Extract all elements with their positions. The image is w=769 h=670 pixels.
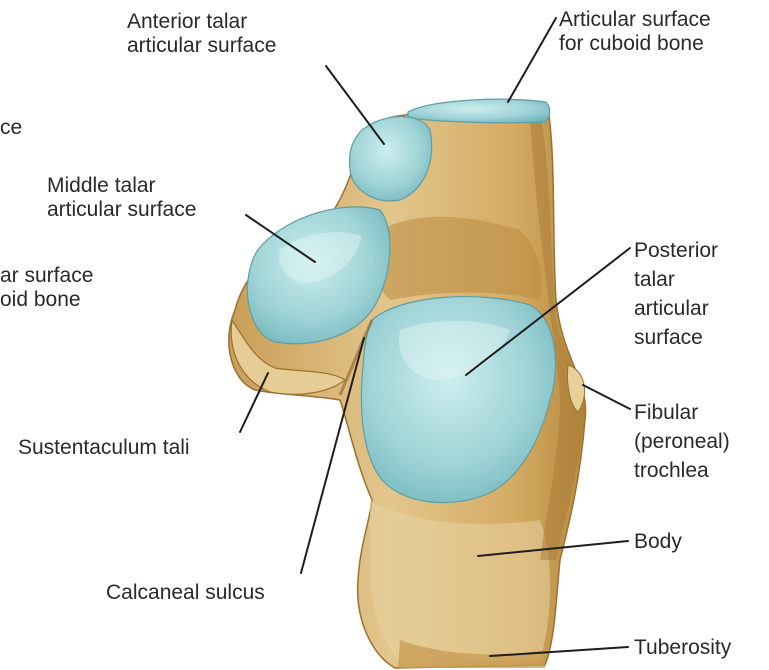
label-line: Calcaneal sulcus	[106, 581, 265, 605]
label-line: Posterior	[634, 236, 718, 265]
label-line: Anterior talar	[127, 10, 276, 34]
label-posterior-talar: Posterior talar articular surface	[634, 236, 718, 352]
label-line: (peroneal)	[634, 427, 730, 456]
label-line: Sustentaculum tali	[18, 436, 190, 460]
label-line: Middle talar	[47, 174, 196, 198]
label-line: for cuboid bone	[559, 32, 711, 56]
leader-anterior-talar	[326, 66, 384, 144]
label-line: articular surface	[127, 34, 276, 58]
bone-shading-lower	[370, 500, 550, 662]
label-line: ce	[0, 116, 22, 140]
label-line: articular surface	[47, 198, 196, 222]
label-line: oid bone	[0, 288, 93, 312]
leader-fibular-trochlea	[583, 385, 630, 409]
label-sustentaculum: Sustentaculum tali	[18, 436, 190, 460]
cuboid-articular-surface	[408, 99, 550, 123]
label-anterior-talar: Anterior talar articular surface	[127, 10, 276, 58]
label-cropped-left-1: ce	[0, 116, 22, 140]
label-calcaneal-sulcus: Calcaneal sulcus	[106, 581, 265, 605]
label-line: Tuberosity	[634, 636, 731, 660]
label-middle-talar: Middle talar articular surface	[47, 174, 196, 222]
label-body: Body	[634, 530, 682, 554]
leader-articular-cuboid	[508, 18, 556, 102]
label-articular-cuboid: Articular surface for cuboid bone	[559, 8, 711, 56]
label-line: Fibular	[634, 398, 730, 427]
label-line: Articular surface	[559, 8, 711, 32]
label-line: Body	[634, 530, 682, 554]
label-line: ar surface	[0, 264, 93, 288]
label-line: surface	[634, 323, 718, 352]
label-fibular-trochlea: Fibular (peroneal) trochlea	[634, 398, 730, 485]
label-line: trochlea	[634, 456, 730, 485]
label-tuberosity: Tuberosity	[634, 636, 731, 660]
label-line: talar	[634, 265, 718, 294]
label-cropped-left-2: ar surface oid bone	[0, 264, 93, 312]
label-line: articular	[634, 294, 718, 323]
bone-shading	[373, 217, 542, 300]
